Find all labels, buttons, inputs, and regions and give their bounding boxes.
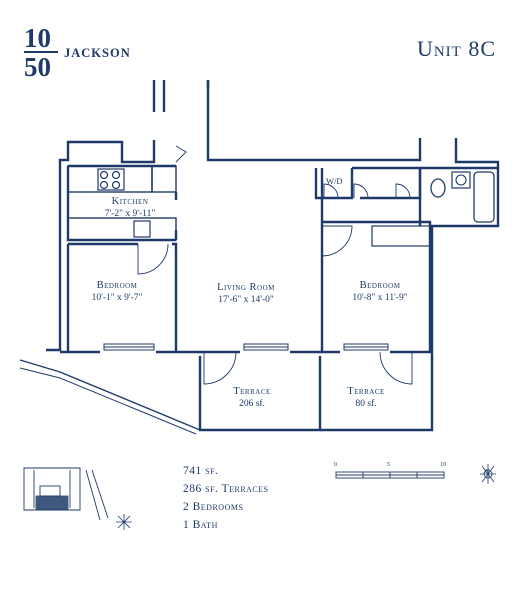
north-label: N [485,469,490,475]
room-dims: 17'-6" x 14'-0" [218,295,274,305]
compass-rose-icon [116,514,132,530]
room-name: Kitchen [111,196,149,207]
counter [67,165,153,193]
room-dims: 7'-2" x 9'-11" [104,209,156,219]
terrace-left-label: Terrace 206 sf. [233,386,271,410]
scale-tick-label: 5 [387,462,390,468]
key-plan-icon [23,467,109,521]
logo-name: JACKSON [64,46,131,60]
closet [371,225,431,247]
scale-tick-label: 0 [334,462,337,468]
washer-dryer-label: W/D [326,176,343,186]
terrace-right-label: Terrace 80 sf. [347,386,385,410]
counter [67,217,177,241]
unit-title: Unit 8C [416,36,496,61]
stove-burner [111,170,121,180]
logo-divider [24,51,58,53]
scale-bar [335,471,445,479]
wall-bath [418,166,498,226]
door-swing-icon [395,183,411,199]
bedroom-right-label: Bedroom 10'-8" x 11'-9" [352,280,407,304]
room-name: Living Room [217,282,275,293]
room-name: Terrace [233,386,271,397]
room-area: 206 sf. [239,399,265,409]
room-dims: 10'-1" x 9'-7" [91,293,143,303]
compass-rose-icon [480,464,496,484]
vanity [451,171,471,189]
terrace-left-edge [19,367,197,435]
wall-outer [46,80,156,352]
door-swing-icon [353,183,369,199]
vanity-basin [455,174,467,186]
kitchen-label: Kitchen 7'-2" x 9'-11" [105,196,155,220]
wall-corridor [162,80,210,112]
bathtub [473,171,495,223]
terrace-right [320,356,434,432]
logo: 10 50 JACKSON [24,23,130,82]
wall-interior [66,242,178,352]
summary-baths: 1 Bath [183,519,218,531]
wall-outer [206,80,500,360]
scale-tick-label: 10 [440,462,446,468]
room-name: Terrace [347,386,385,397]
fridge [151,165,177,193]
door-swing-icon [321,225,353,257]
door-swing-icon [323,183,339,199]
bedroom-left-label: Bedroom 10'-1" x 9'-7" [92,280,143,304]
summary-area: 741 sf. [183,465,219,477]
terrace-left-edge [19,359,201,431]
room-dims: 10'-8" x 11'-9" [352,293,408,303]
living-room-label: Living Room 17'-6" x 14'-0" [217,282,275,306]
door-swing-icon [137,243,169,275]
stove-burner [99,170,109,180]
toilet [430,178,446,198]
summary-bedrooms: 2 Bedrooms [183,501,244,513]
door-swing-icon [175,145,187,163]
logo-number-top: 10 [24,23,51,53]
sink [133,220,151,238]
logo-number-bottom: 50 [24,52,51,82]
unit-summary: 741 sf. 286 sf. Terraces 2 Bedrooms 1 Ba… [183,462,269,534]
room-name: Bedroom [96,280,138,291]
stove-burner [99,180,109,190]
door-swing-icon [203,351,237,385]
room-area: 80 sf. [355,399,377,409]
door-swing-icon [379,351,413,385]
stove [97,168,125,191]
summary-terraces: 286 sf. Terraces [183,483,269,495]
stove-burner [111,180,121,190]
terrace-left [198,356,322,432]
room-name: Bedroom [359,280,401,291]
